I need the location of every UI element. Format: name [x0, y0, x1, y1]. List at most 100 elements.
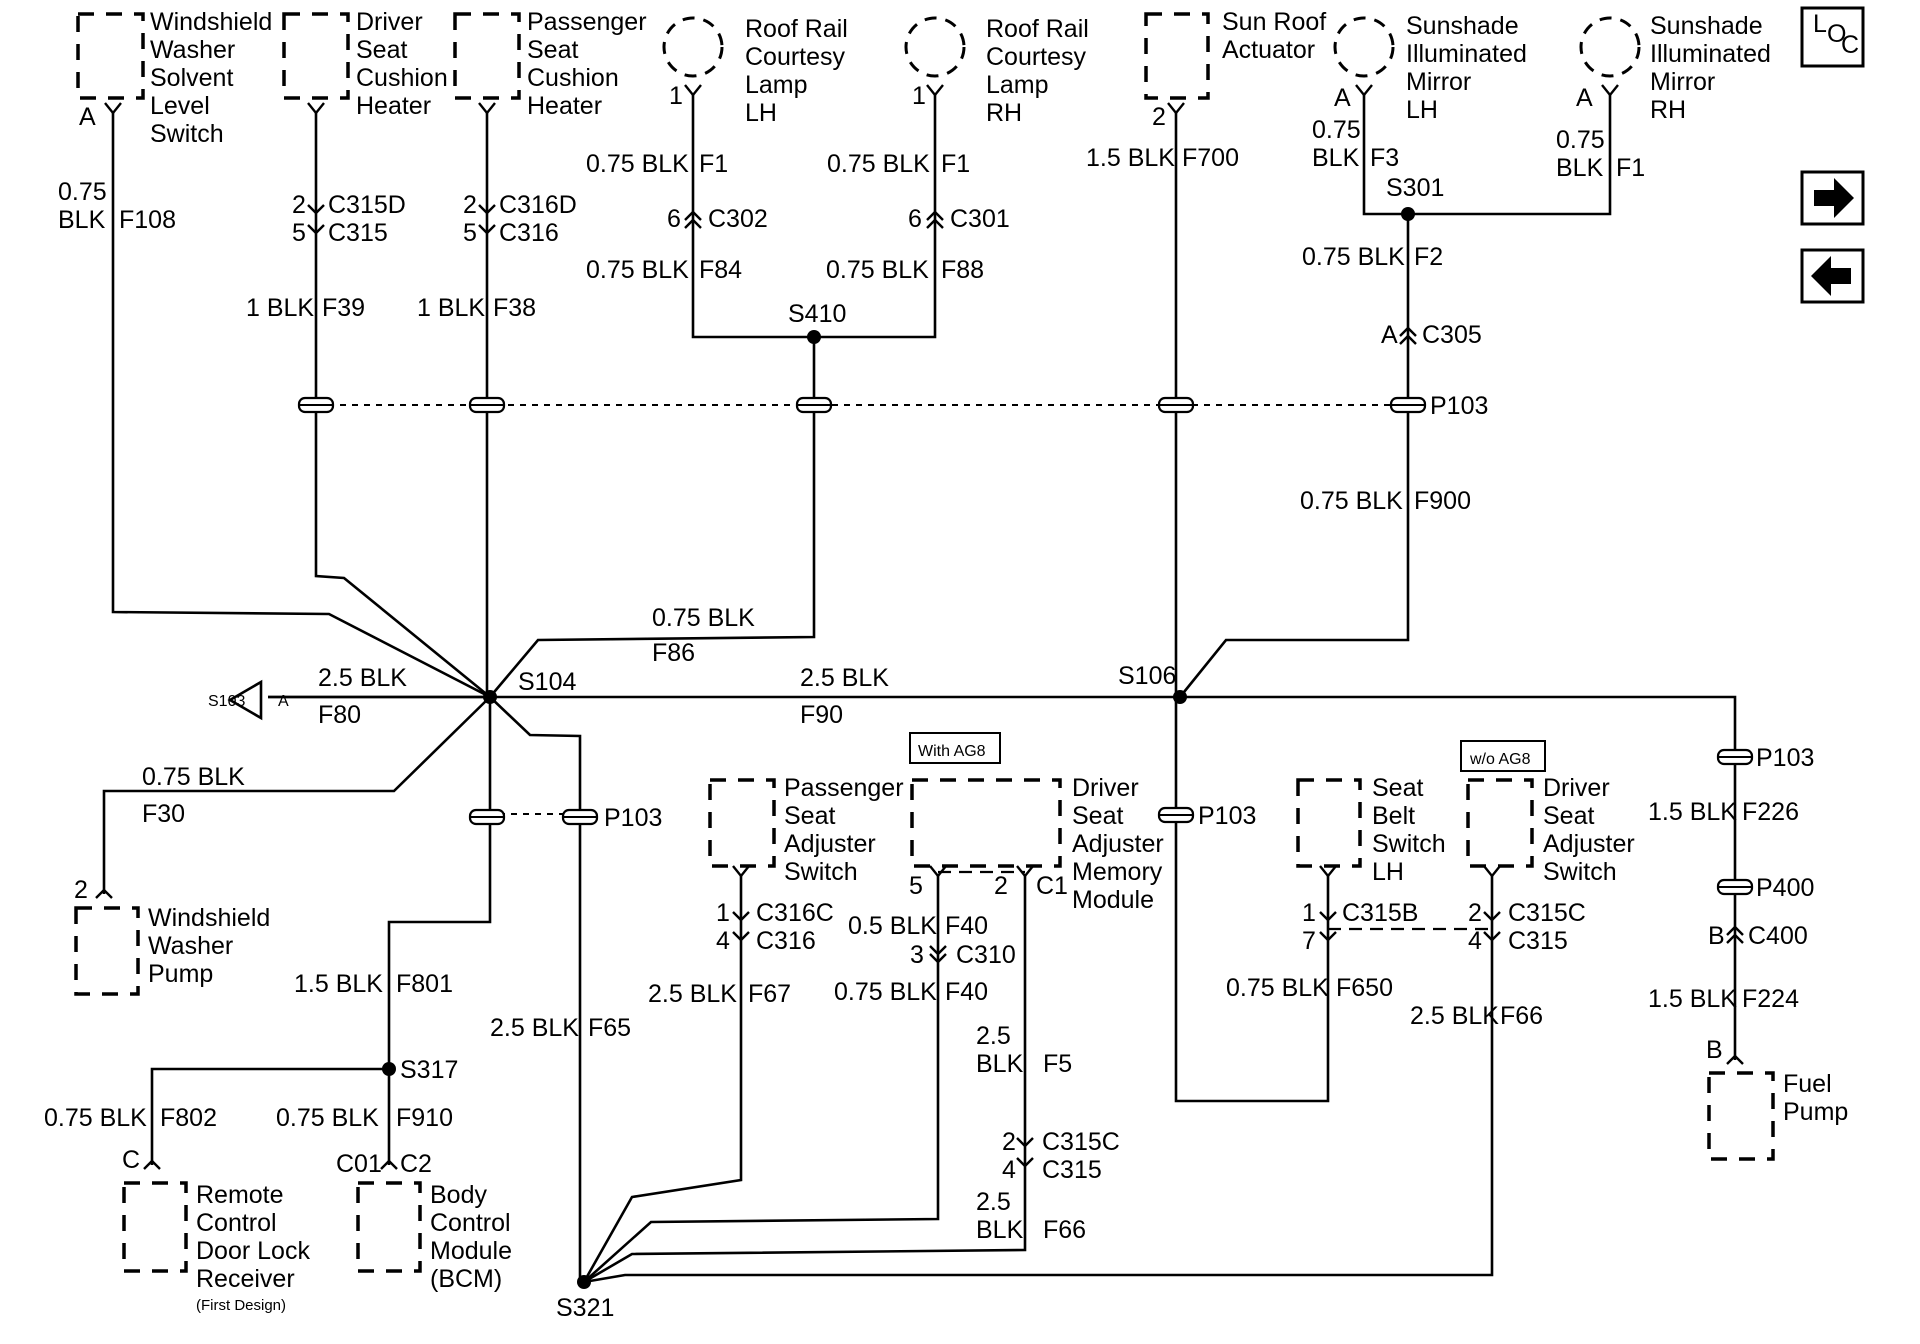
terminal-drv-cushion [307, 102, 325, 115]
pin-bcm-b: C2 [400, 1150, 432, 1178]
wire-f30-label: 0.75 BLK [142, 763, 245, 791]
wire-f67 [582, 875, 743, 1283]
wire-f90-id: F90 [800, 701, 843, 729]
rcdlr-label-1: Remote [196, 1181, 284, 1209]
seatbelt-label-2: Belt [1372, 802, 1415, 830]
terminal-mirror-rh [1601, 84, 1619, 97]
wire-f226-id: F226 [1742, 798, 1799, 826]
splice-dots [382, 207, 1415, 1289]
ws-pump-box [74, 906, 140, 996]
ws-level-label-4: Level [150, 92, 210, 120]
fuel-pump-box [1707, 1071, 1775, 1161]
c315-mid-pin: 4 [1002, 1156, 1016, 1184]
p103-symbol [1157, 806, 1195, 824]
splice-s103-pin: A [278, 693, 289, 710]
wire-f86 [489, 337, 816, 698]
terminal-sunroof [1167, 102, 1185, 115]
wire-f80-id: F80 [318, 701, 361, 729]
wire-f801-id: F801 [396, 970, 453, 998]
wire-f30-id: F30 [142, 800, 185, 828]
terminal-drv-adj [1483, 865, 1501, 878]
wire-f80-label: 2.5 BLK [318, 664, 407, 692]
seatbelt-switch-box [1296, 778, 1362, 868]
seatbelt-label-1: Seat [1372, 774, 1423, 802]
terminal-mem-b [1016, 865, 1034, 878]
wire-f3-gauge: 0.75 [1312, 116, 1361, 144]
wire-f1m-id: F1 [1616, 154, 1645, 182]
c316-id: C316 [499, 219, 559, 247]
terminal-pass-adj [732, 865, 750, 878]
splice-s410-dot [807, 330, 821, 344]
next-page-button[interactable] [1800, 170, 1865, 226]
svg-text:L: L [1813, 10, 1827, 38]
splice-s106: S106 [1118, 662, 1176, 690]
with-ag8-label: With AG8 [918, 743, 986, 760]
wire-f900-label: 0.75 BLK [1300, 487, 1403, 515]
pin-bcm-a: C01 [336, 1150, 382, 1178]
c315b-id: C315B [1342, 899, 1418, 927]
c316c-connector [732, 911, 750, 942]
pin-rcdlr: C [122, 1146, 140, 1174]
wire-f66-label: 2.5 BLK [1410, 1002, 1499, 1030]
c305-pin: A [1381, 321, 1398, 349]
pass-cushion-label-3: Cushion [527, 64, 619, 92]
wire-f900-id: F900 [1414, 487, 1471, 515]
terminal-mirror-lh [1355, 84, 1373, 97]
pass-adj-label-4: Switch [784, 858, 858, 886]
wire-f226-label: 1.5 BLK [1648, 798, 1737, 826]
mirror-lh-ring [1333, 16, 1395, 78]
c301-connector [926, 210, 944, 229]
fuel-pump-label-1: Fuel [1783, 1070, 1832, 1098]
c315c-connector [1483, 911, 1501, 942]
splice-s301: S301 [1386, 174, 1444, 202]
pass-adj-label-1: Passenger [784, 774, 904, 802]
c315r-pin: 4 [1468, 927, 1482, 955]
c305-connector [1399, 326, 1417, 345]
c315c-id: C315C [1508, 899, 1586, 927]
wire-f88-id: F88 [941, 256, 984, 284]
splice-s106-dot [1173, 690, 1187, 704]
c315-pin: 5 [292, 219, 306, 247]
c316b-id: C316 [756, 927, 816, 955]
pin-mem-a: 5 [909, 872, 923, 900]
wire-f88-label: 0.75 BLK [826, 256, 929, 284]
mirror-lh-label-2: Illuminated [1406, 40, 1527, 68]
shield-labels: P103 P103 P103 P103 P400 [604, 392, 1814, 902]
wire-f5-id: F5 [1043, 1050, 1072, 1078]
drv-adj-label-1: Driver [1543, 774, 1610, 802]
c316b-pin: 4 [716, 927, 730, 955]
roof-rh-label-3: Lamp [986, 71, 1049, 99]
mem-module-label-5: Module [1072, 886, 1154, 914]
splice-s104: S104 [518, 668, 576, 696]
roof-rh-label-1: Roof Rail [986, 15, 1089, 43]
pin-roof-lh: 1 [669, 82, 683, 110]
p103-symbol [468, 808, 506, 826]
drv-cushion-label-2: Seat [356, 36, 407, 64]
wire-f90-label: 2.5 BLK [800, 664, 889, 692]
ws-level-label-2: Washer [150, 36, 235, 64]
rcdlr-label-3: Door Lock [196, 1237, 310, 1265]
pass-cushion-label-1: Passenger [527, 8, 647, 36]
wire-f650-label: 0.75 BLK [1226, 974, 1329, 1002]
svg-text:C: C [1841, 31, 1859, 59]
splice-s103: S103 [208, 693, 245, 710]
wire-f84-label: 0.75 BLK [586, 256, 689, 284]
loc-icon[interactable]: L O C [1800, 6, 1865, 68]
wire-f801-label: 1.5 BLK [294, 970, 383, 998]
pass-cushion-heater-box [453, 12, 521, 100]
pass-cushion-label-2: Seat [527, 36, 578, 64]
wire-f3-color: BLK [1312, 144, 1360, 172]
p103-symbol [1716, 748, 1754, 766]
bcm-label-3: Module [430, 1237, 512, 1265]
c400-id: C400 [1748, 922, 1808, 950]
wire-f39 [314, 113, 491, 699]
c400-connector [1726, 925, 1744, 944]
prev-page-button[interactable] [1800, 248, 1865, 304]
pin-roof-rh: 1 [912, 82, 926, 110]
p103-symbol [468, 396, 506, 414]
terminal-ws-level [104, 102, 122, 115]
c315c-mid-id: C315C [1042, 1128, 1120, 1156]
ws-pump-label-1: Windshield [148, 904, 270, 932]
wire-f40a-id: F40 [945, 912, 988, 940]
